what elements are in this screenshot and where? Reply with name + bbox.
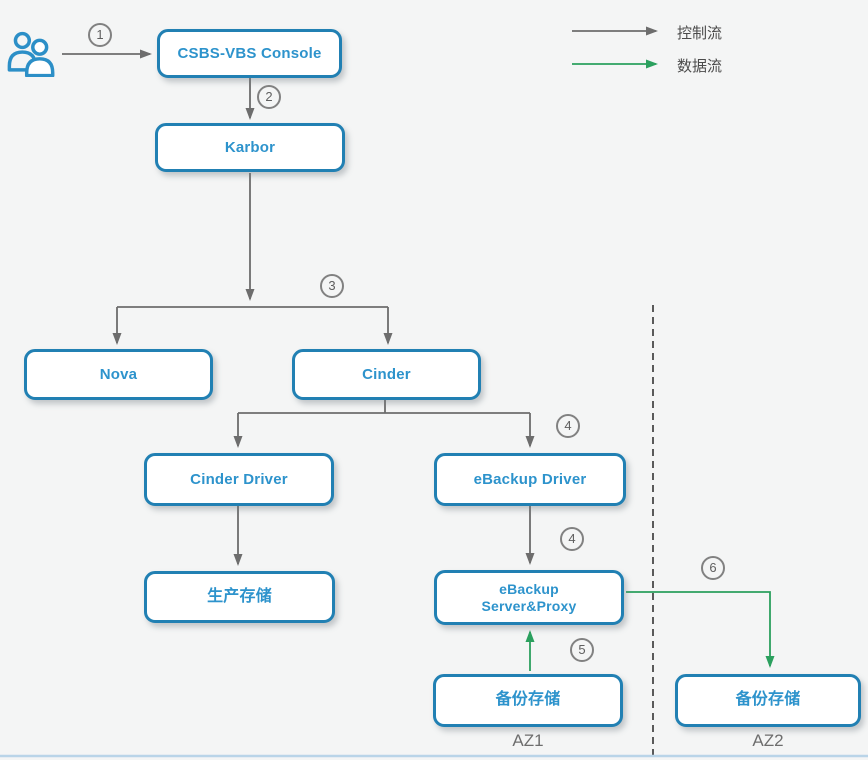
node-label: 生产存储 bbox=[207, 587, 272, 605]
branch-line-drivers bbox=[238, 400, 530, 414]
step-marker-4a: 4 bbox=[556, 414, 580, 438]
legend-data-label: 数据流 bbox=[677, 58, 723, 75]
node-karbor: Karbor bbox=[155, 123, 345, 172]
users-icon bbox=[7, 31, 55, 77]
node-ebackup-server-proxy: eBackup Server&Proxy bbox=[434, 570, 624, 625]
arrow-server-proxy-to-backup-az2 bbox=[626, 591, 775, 668]
step-marker-4b: 4 bbox=[560, 527, 584, 551]
node-label: Nova bbox=[99, 365, 138, 383]
node-label: 备份存储 bbox=[495, 691, 561, 709]
node-backup-storage-az2: 备份存储 bbox=[675, 674, 861, 727]
node-label: Cinder Driver bbox=[190, 470, 288, 488]
node-csbs-vbs-console: CSBS-VBS Console bbox=[157, 29, 342, 78]
node-cinder-driver: Cinder Driver bbox=[144, 453, 334, 506]
step-marker-5: 5 bbox=[570, 638, 594, 662]
step-marker-6: 6 bbox=[701, 556, 725, 580]
step-marker-3: 3 bbox=[320, 274, 344, 298]
node-label: eBackup Server&Proxy bbox=[481, 580, 577, 614]
node-backup-storage-az1: 备份存储 bbox=[433, 674, 623, 727]
node-label: eBackup Driver bbox=[473, 470, 587, 488]
node-nova: Nova bbox=[24, 349, 213, 400]
zone-label-az2: AZ2 bbox=[752, 731, 784, 750]
node-label: Karbor bbox=[224, 138, 276, 156]
node-cinder: Cinder bbox=[292, 349, 481, 400]
node-ebackup-driver: eBackup Driver bbox=[434, 453, 626, 506]
zone-label-az1: AZ1 bbox=[512, 731, 544, 750]
legend-control-label: 控制流 bbox=[677, 25, 723, 42]
step-marker-2: 2 bbox=[257, 85, 281, 109]
node-label: Cinder bbox=[362, 365, 411, 383]
node-label: 备份存储 bbox=[735, 691, 801, 709]
node-label: CSBS-VBS Console bbox=[177, 44, 322, 62]
step-marker-1: 1 bbox=[88, 23, 112, 47]
node-production-storage: 生产存储 bbox=[144, 571, 335, 623]
